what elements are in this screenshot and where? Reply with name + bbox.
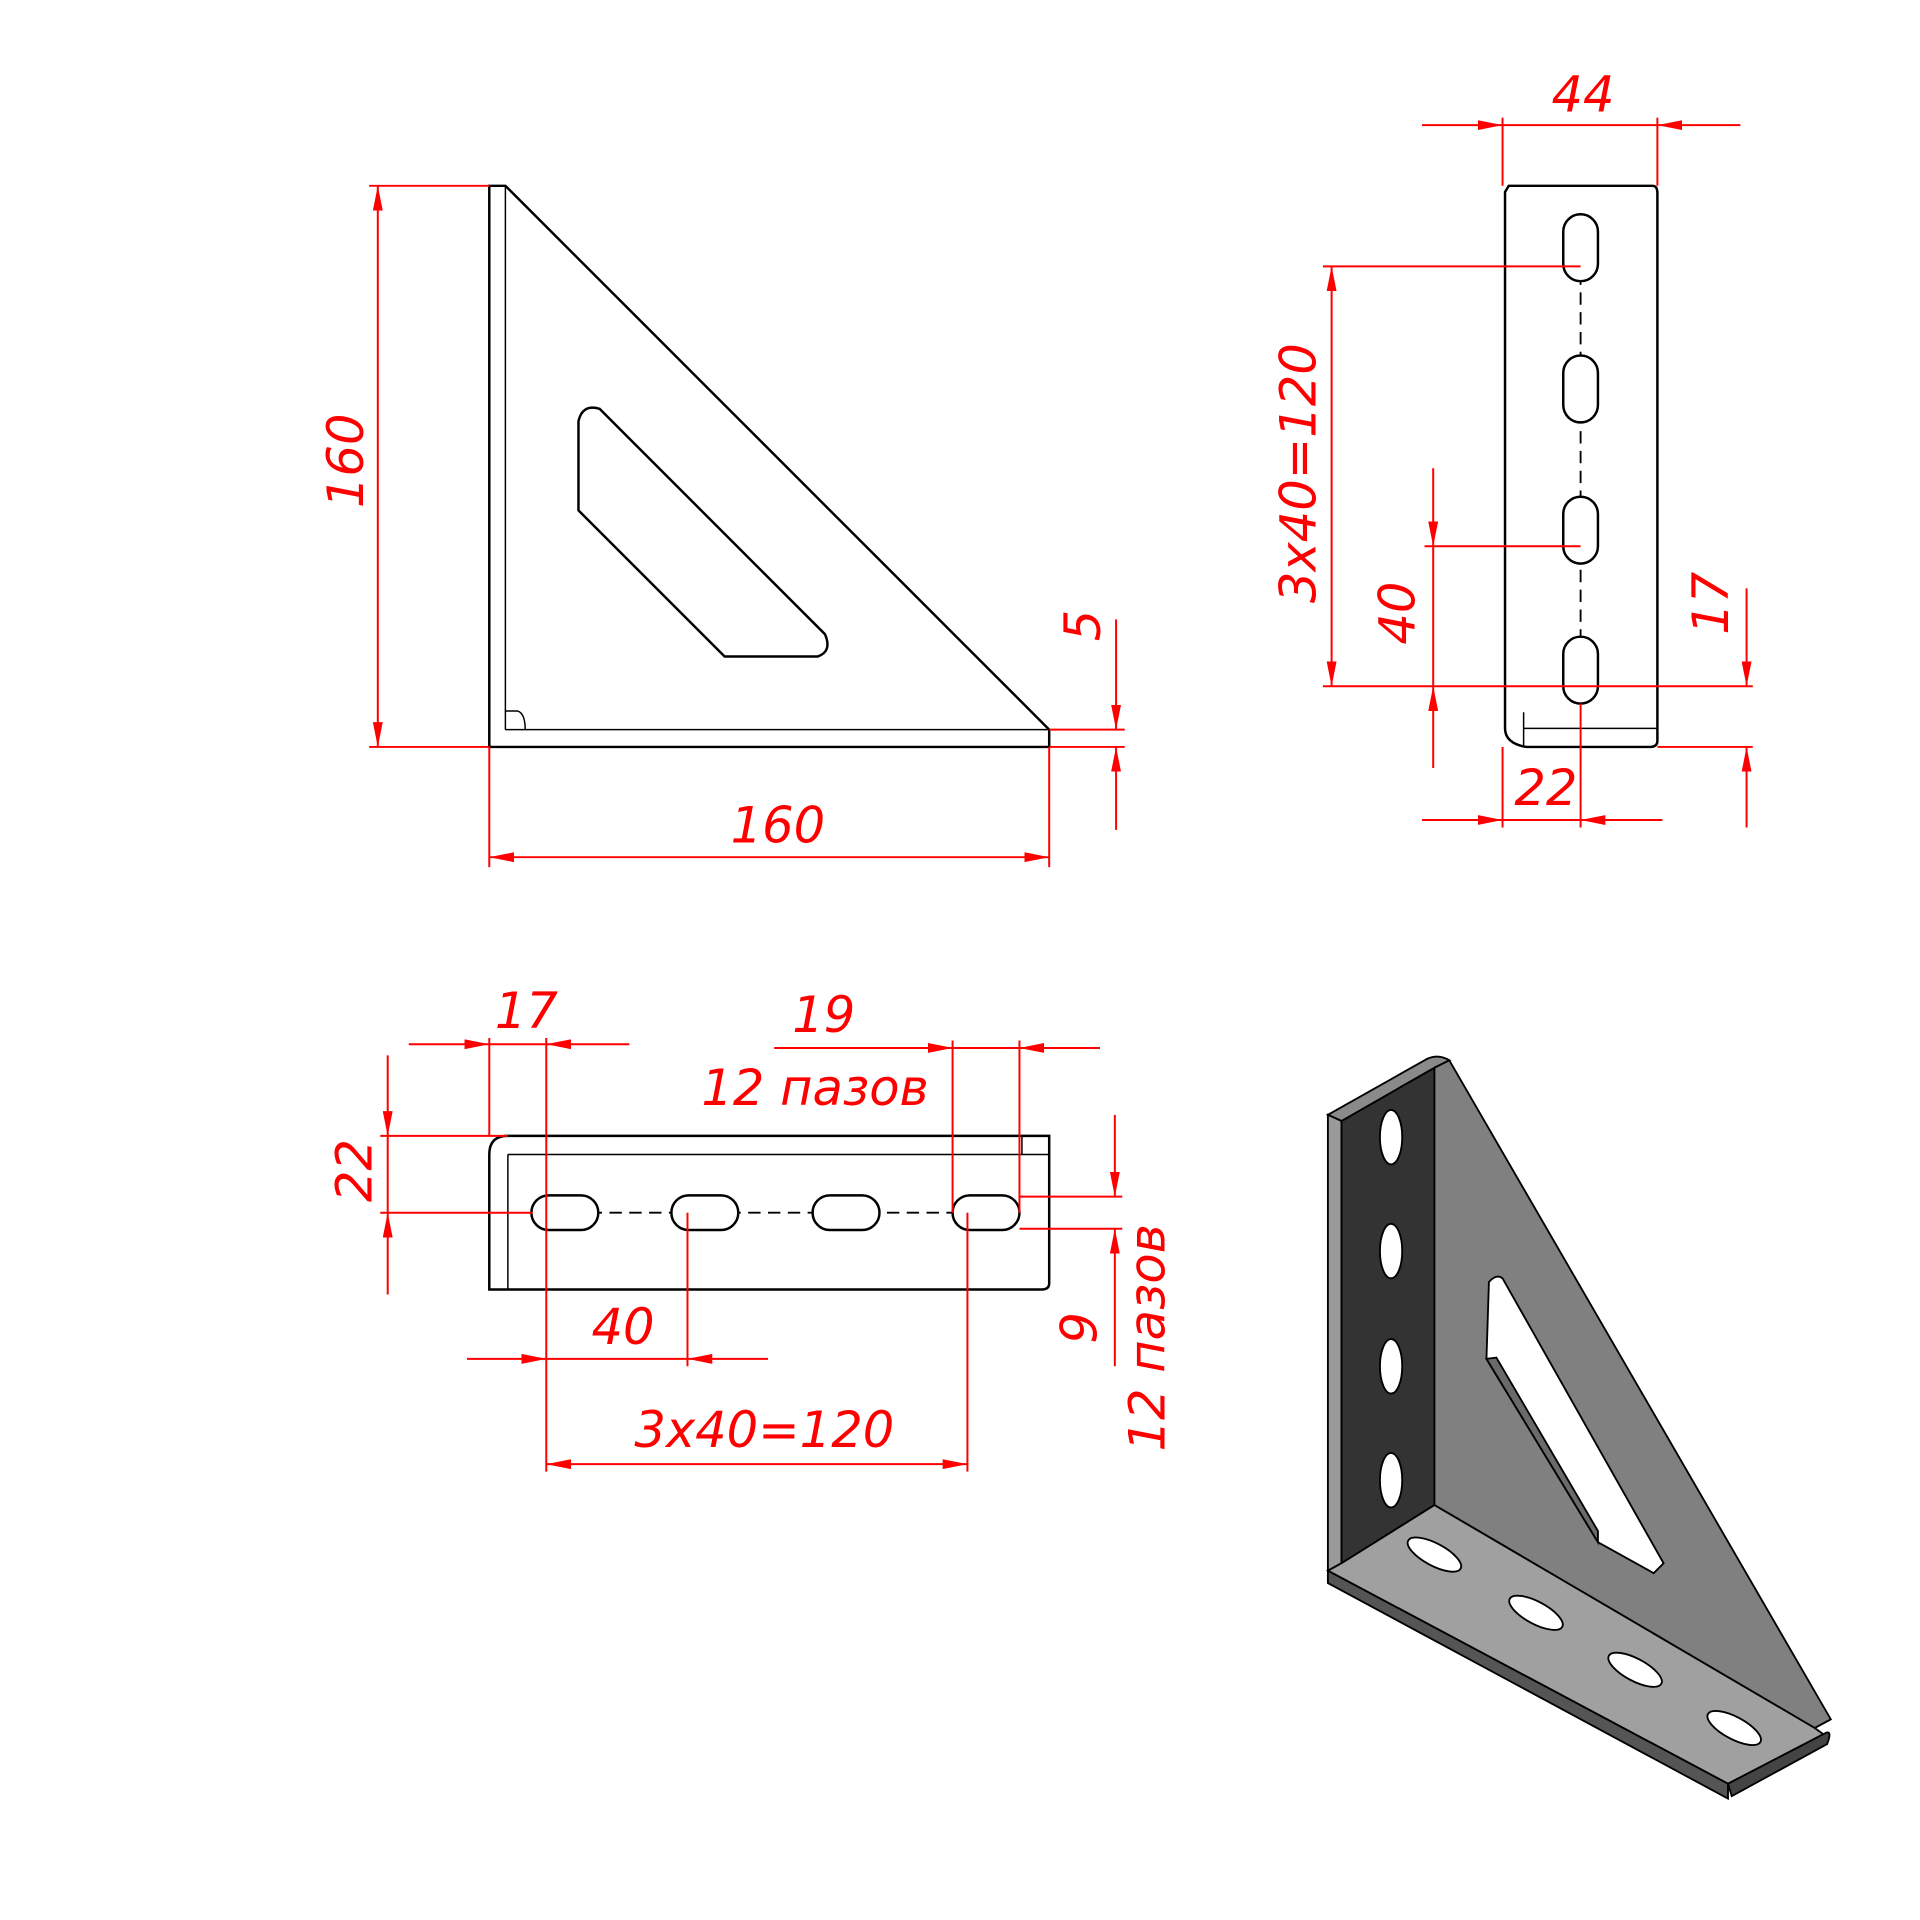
dim-slot-width-9: 9 12 пазов xyxy=(1019,1114,1176,1451)
svg-text:22: 22 xyxy=(326,1139,384,1202)
svg-text:44: 44 xyxy=(1552,65,1615,123)
dim-edge-17: 17 xyxy=(408,982,630,1472)
top-view: 17 19 12 пазов 22 40 xyxy=(326,982,1176,1472)
dim-offset-22: 22 xyxy=(1422,703,1663,828)
svg-text:3x40=120: 3x40=120 xyxy=(634,1401,894,1459)
dim-row-22: 22 xyxy=(326,1055,533,1295)
svg-text:12 пазов: 12 пазов xyxy=(701,1059,928,1117)
svg-text:40: 40 xyxy=(1369,582,1427,645)
isometric-view xyxy=(1325,1055,1833,1801)
dim-height-160: 160 xyxy=(317,184,490,748)
svg-text:3x40=120: 3x40=120 xyxy=(1270,343,1328,603)
svg-text:5: 5 xyxy=(1054,610,1112,642)
dim-edge-17: 17 xyxy=(1657,571,1753,828)
dim-width-44: 44 xyxy=(1422,65,1741,186)
svg-text:17: 17 xyxy=(495,982,559,1040)
front-view: 160 160 5 xyxy=(317,184,1125,868)
dim-thickness-5: 5 xyxy=(1049,610,1125,830)
svg-text:160: 160 xyxy=(317,414,375,509)
svg-text:19: 19 xyxy=(792,986,855,1044)
dim-pitch-40: 40 xyxy=(466,1212,768,1367)
dim-pitch-40: 40 xyxy=(1369,468,1581,768)
dim-slot-19: 19 12 пазов xyxy=(701,986,1100,1213)
svg-text:9: 9 xyxy=(1050,1312,1108,1344)
svg-text:40: 40 xyxy=(592,1298,655,1356)
svg-text:17: 17 xyxy=(1682,571,1740,635)
svg-text:22: 22 xyxy=(1514,759,1577,817)
dim-width-160: 160 xyxy=(488,746,1051,868)
gusset-slot xyxy=(577,406,829,658)
svg-text:160: 160 xyxy=(731,796,826,854)
svg-text:12 пазов: 12 пазов xyxy=(1118,1224,1176,1451)
dim-pitch-total: 3x40=120 xyxy=(546,1212,969,1472)
dim-pitch-total: 3x40=120 xyxy=(1270,265,1753,688)
side-view: 44 3x40=120 40 17 22 xyxy=(1270,65,1753,828)
